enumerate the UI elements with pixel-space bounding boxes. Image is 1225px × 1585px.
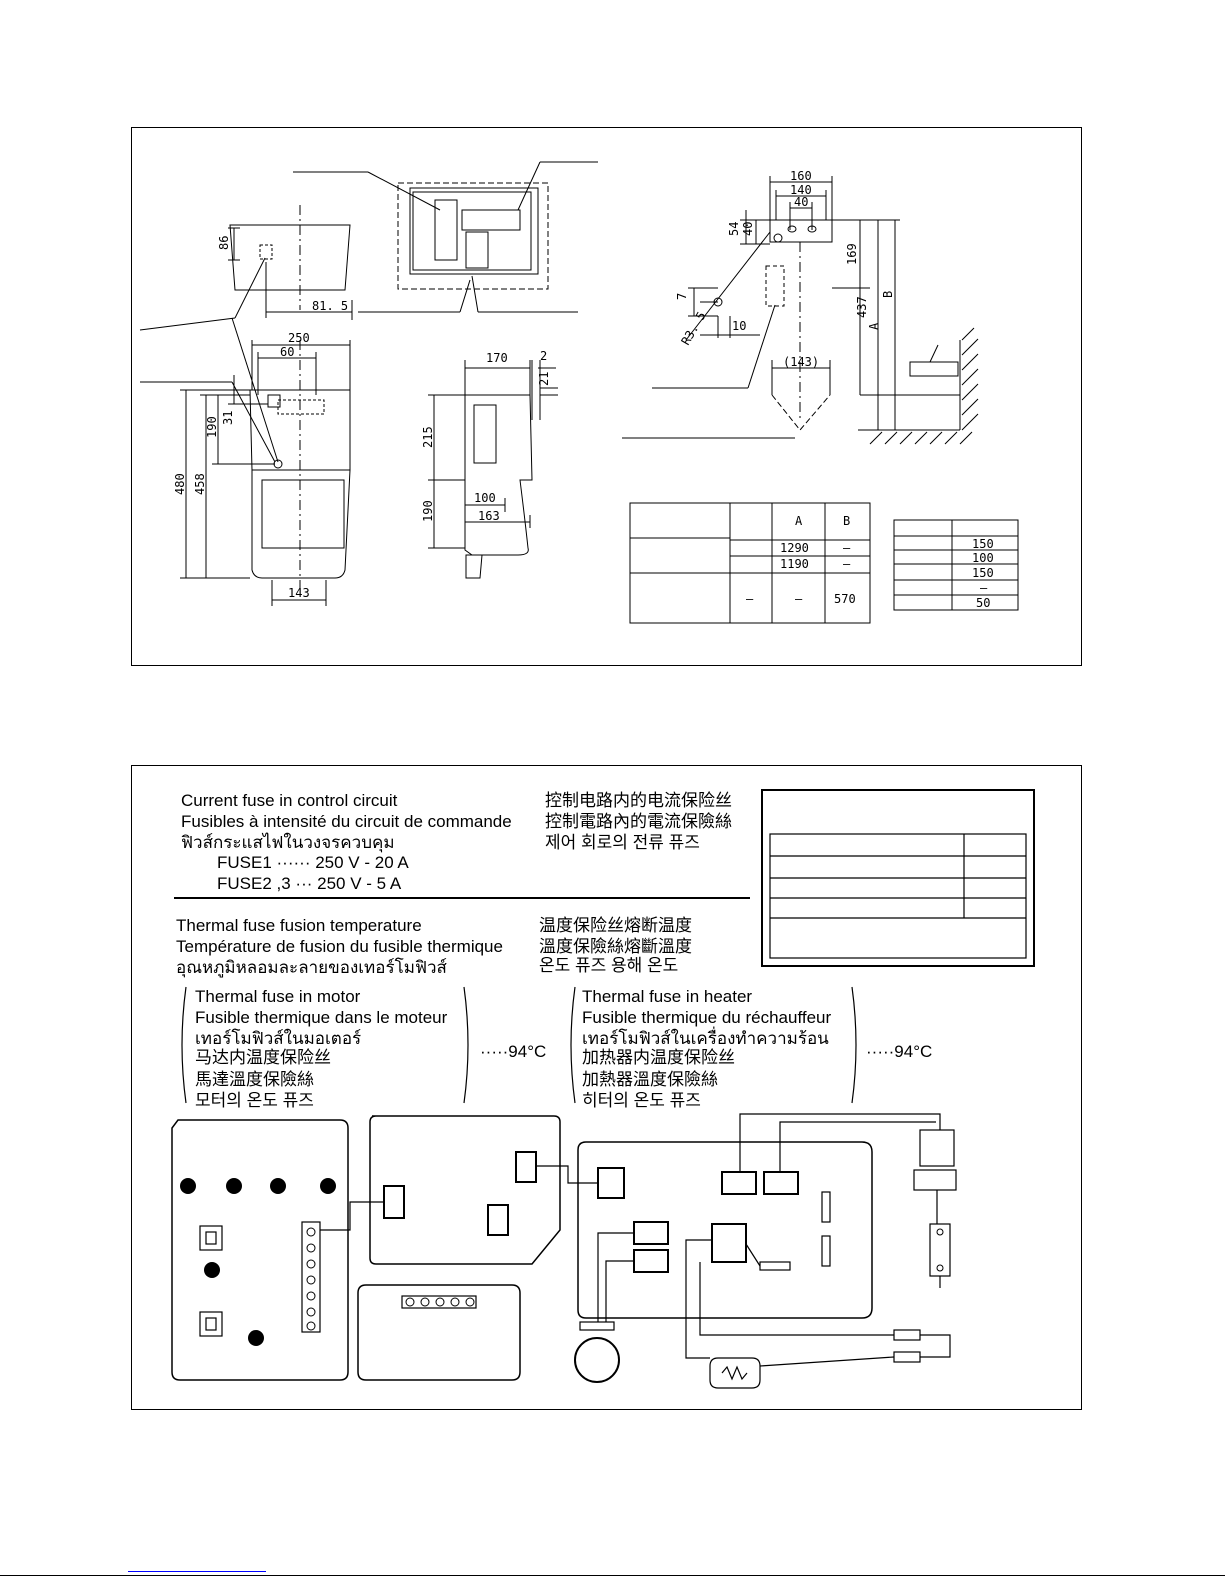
heater-fuse-temp: ·····94°C (866, 1042, 933, 1061)
thermal-temp-zh-t: 溫度保險絲熔斷溫度 (539, 937, 692, 956)
current-fuse-fr: Fusibles à intensité du circuit de comma… (181, 812, 512, 831)
motor-fuse-temp: ·····94°C (480, 1042, 547, 1061)
motor-fuse-zh-s: 马达内温度保险丝 (195, 1048, 331, 1067)
thermal-temp-ko: 온도 퓨즈 용해 온도 (539, 956, 679, 975)
current-fuse-zh-s: 控制电路内的电流保险丝 (545, 791, 732, 810)
current-fuse-en: Current fuse in control circuit (181, 791, 398, 810)
fuse23-rating: FUSE2 ,3 ··· 250 V - 5 A (217, 874, 402, 893)
heater-fuse-ko: 히터의 온도 퓨즈 (582, 1091, 701, 1110)
motor-fuse-zh-t: 馬達溫度保險絲 (195, 1070, 314, 1089)
motor-fuse-ko: 모터의 온도 퓨즈 (195, 1091, 314, 1110)
fuse1-rating: FUSE1 ······ 250 V - 20 A (217, 853, 409, 872)
heater-fuse-en: Thermal fuse in heater (582, 987, 753, 1006)
dimension-drawing-panel (131, 127, 1082, 666)
current-fuse-ko: 제어 회로의 전류 퓨즈 (545, 833, 700, 852)
current-fuse-zh-t: 控制電路內的電流保險絲 (545, 812, 732, 831)
thermal-temp-fr: Température de fusion du fusible thermiq… (176, 937, 503, 956)
heater-fuse-zh-t: 加熱器溫度保險絲 (582, 1070, 718, 1089)
motor-fuse-th: เทอร์โมฟิวส์ในมอเตอร์ (195, 1029, 362, 1048)
fuse-info-panel (131, 765, 1082, 1410)
footer-link-underline (128, 1571, 266, 1572)
motor-fuse-fr: Fusible thermique dans le moteur (195, 1008, 448, 1027)
current-fuse-th: ฟิวส์กระแสไฟในวงจรควบคุม (181, 833, 395, 852)
page-bottom-rule (0, 1575, 1225, 1576)
thermal-temp-en: Thermal fuse fusion temperature (176, 916, 422, 935)
thermal-temp-zh-s: 温度保险丝熔断温度 (539, 916, 692, 935)
heater-fuse-fr: Fusible thermique du réchauffeur (582, 1008, 832, 1027)
thermal-temp-th: อุณหภูมิหลอมละลายของเทอร์โมฟิวส์ (176, 958, 447, 977)
heater-fuse-zh-s: 加热器内温度保险丝 (582, 1048, 735, 1067)
motor-fuse-en: Thermal fuse in motor (195, 987, 361, 1006)
heater-fuse-th: เทอร์โมฟิวส์ในเครื่องทำความร้อน (582, 1029, 829, 1048)
